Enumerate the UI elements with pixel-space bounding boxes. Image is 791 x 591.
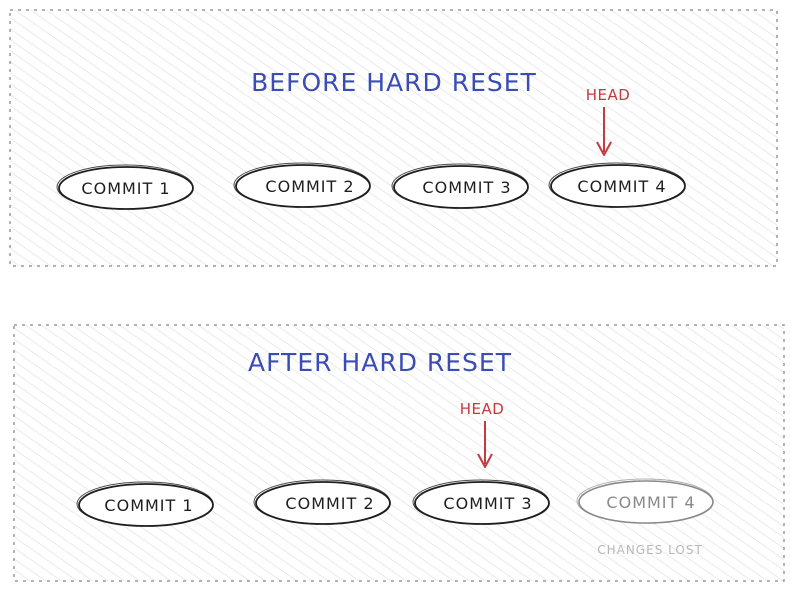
commit-label: COMMIT 4 [577, 177, 666, 196]
after-head-arrow [477, 421, 493, 468]
commit-label: COMMIT 3 [422, 178, 511, 197]
after-title: AFTER HARD RESET [248, 348, 512, 377]
before-commit-2: COMMIT 2 [233, 162, 371, 208]
before-head-arrow [596, 107, 612, 156]
commit-label: COMMIT 1 [104, 496, 193, 515]
before-commit-1: COMMIT 1 [56, 164, 194, 210]
before-panel: BEFORE HARD RESET HEAD COMMIT 1 COMMIT 2… [9, 9, 778, 267]
before-frame [9, 9, 778, 267]
after-commit-1: COMMIT 1 [76, 481, 214, 527]
after-commit-4-lost: COMMIT 4 [576, 478, 714, 524]
after-commit-2: COMMIT 2 [253, 479, 391, 525]
commit-label: COMMIT 3 [443, 494, 532, 513]
commit-label: COMMIT 1 [81, 179, 170, 198]
after-head-label: HEAD [460, 400, 505, 418]
commit-label: COMMIT 2 [265, 177, 354, 196]
commit-label: COMMIT 4 [606, 493, 695, 512]
before-commit-3: COMMIT 3 [391, 163, 529, 209]
changes-lost-note: CHANGES LOST [597, 543, 703, 557]
commit-label: COMMIT 2 [285, 494, 374, 513]
after-frame [13, 324, 785, 582]
before-commit-4: COMMIT 4 [548, 162, 686, 208]
after-commit-3: COMMIT 3 [412, 479, 550, 525]
before-title: BEFORE HARD RESET [251, 68, 537, 97]
after-panel: AFTER HARD RESET HEAD COMMIT 1 COMMIT 2 … [13, 324, 785, 582]
before-head-label: HEAD [586, 86, 631, 104]
